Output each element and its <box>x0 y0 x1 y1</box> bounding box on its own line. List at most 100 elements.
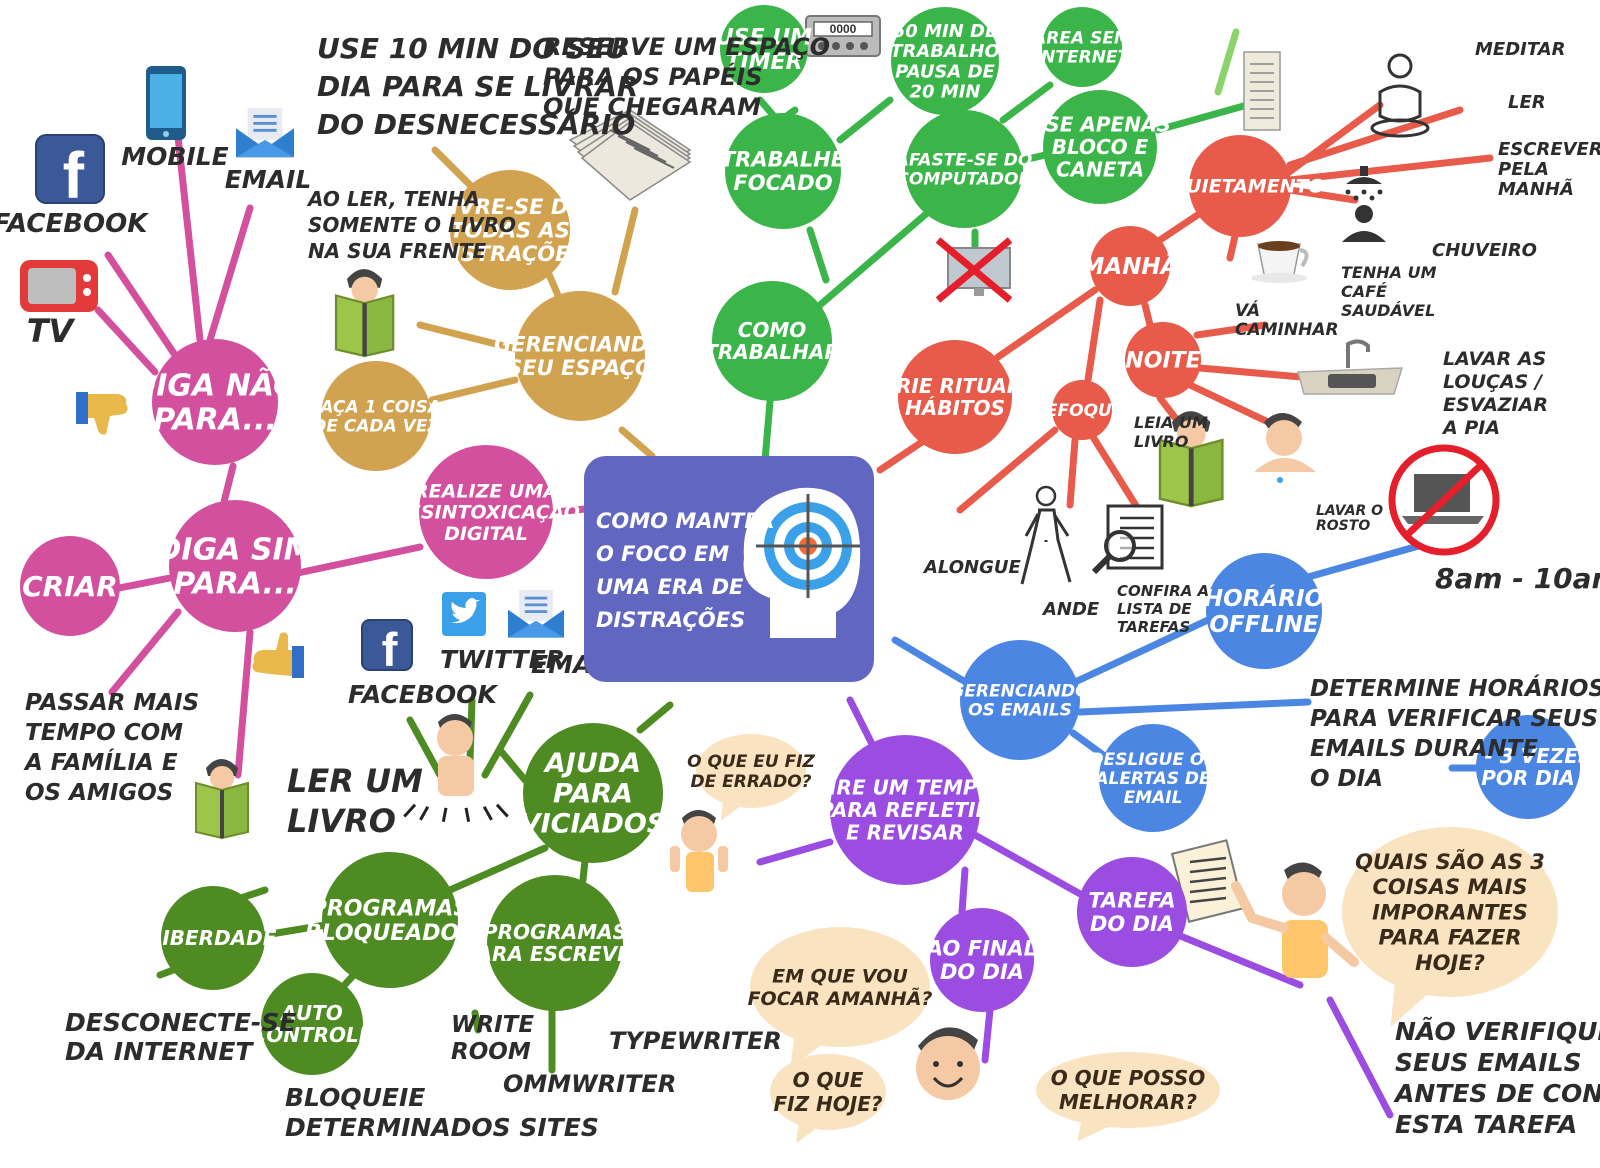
connector-line <box>108 608 182 696</box>
connector-line <box>496 746 529 784</box>
node-circle <box>450 170 570 290</box>
node-circle <box>725 113 841 229</box>
reading-person-icon <box>1158 411 1224 508</box>
notepad-icon <box>1214 28 1281 131</box>
reading-person-icon <box>334 269 395 358</box>
node-manha: MANHÃ <box>1082 226 1179 306</box>
connector-line <box>756 838 834 866</box>
label-facebook-2: FACEBOOK <box>348 680 498 709</box>
node-circle <box>322 852 458 988</box>
node-circle <box>523 723 663 863</box>
timer-icon: 0000 <box>805 15 881 57</box>
node-circle <box>905 110 1023 228</box>
node-circle <box>261 973 363 1075</box>
task-list-icon <box>1170 839 1245 923</box>
node-circle <box>898 340 1012 454</box>
node-circle <box>1125 322 1201 398</box>
meditation-icon <box>1370 53 1430 138</box>
head-target-icon <box>743 487 861 638</box>
connector-line <box>636 701 674 734</box>
timer-display: 0000 <box>830 22 857 36</box>
connector-line <box>956 426 1059 514</box>
label-typewriter: TYPEWRITER <box>609 1027 782 1055</box>
connector-line <box>1174 931 1304 989</box>
papers-icon <box>568 109 692 201</box>
facebook-icon: f <box>361 619 413 677</box>
connector-line <box>994 286 1099 361</box>
connector-line <box>611 206 639 296</box>
sink-icon <box>1297 339 1404 395</box>
connector-line <box>958 866 969 916</box>
connector-line <box>999 81 1054 124</box>
node-circle <box>1043 90 1157 204</box>
node-criar: CRIAR <box>20 536 120 636</box>
presenting-person-icon <box>1231 862 1359 978</box>
node-label: CRIAR <box>22 570 118 603</box>
node-circle <box>321 361 431 471</box>
connector-line <box>428 376 519 404</box>
thinking-person-icon <box>670 810 728 892</box>
node-circle <box>1206 553 1322 669</box>
node-circle <box>487 875 623 1011</box>
reading-person-icon <box>195 759 249 840</box>
label-email-1: EMAIL <box>225 165 312 194</box>
node-circle <box>161 886 265 990</box>
connector-line <box>471 1009 482 1034</box>
connector-line <box>1069 616 1212 687</box>
label-ommwriter: OMMWRITER <box>503 1070 676 1098</box>
no-computer-icon <box>935 237 1013 303</box>
connector-line <box>416 321 524 354</box>
node-circle <box>1476 715 1580 819</box>
node-circle <box>419 445 553 579</box>
connector-line <box>261 921 329 939</box>
connector-line <box>806 226 830 284</box>
label-twitter: TWITTER <box>440 645 565 674</box>
connector-line <box>104 251 179 359</box>
connector-line <box>1326 996 1394 1119</box>
connector-line <box>1084 296 1104 384</box>
node-label: MANHÃ <box>1082 252 1179 280</box>
smiling-face-icon <box>916 1027 980 1100</box>
label-8am: 8am - 10am <box>1435 562 1600 595</box>
